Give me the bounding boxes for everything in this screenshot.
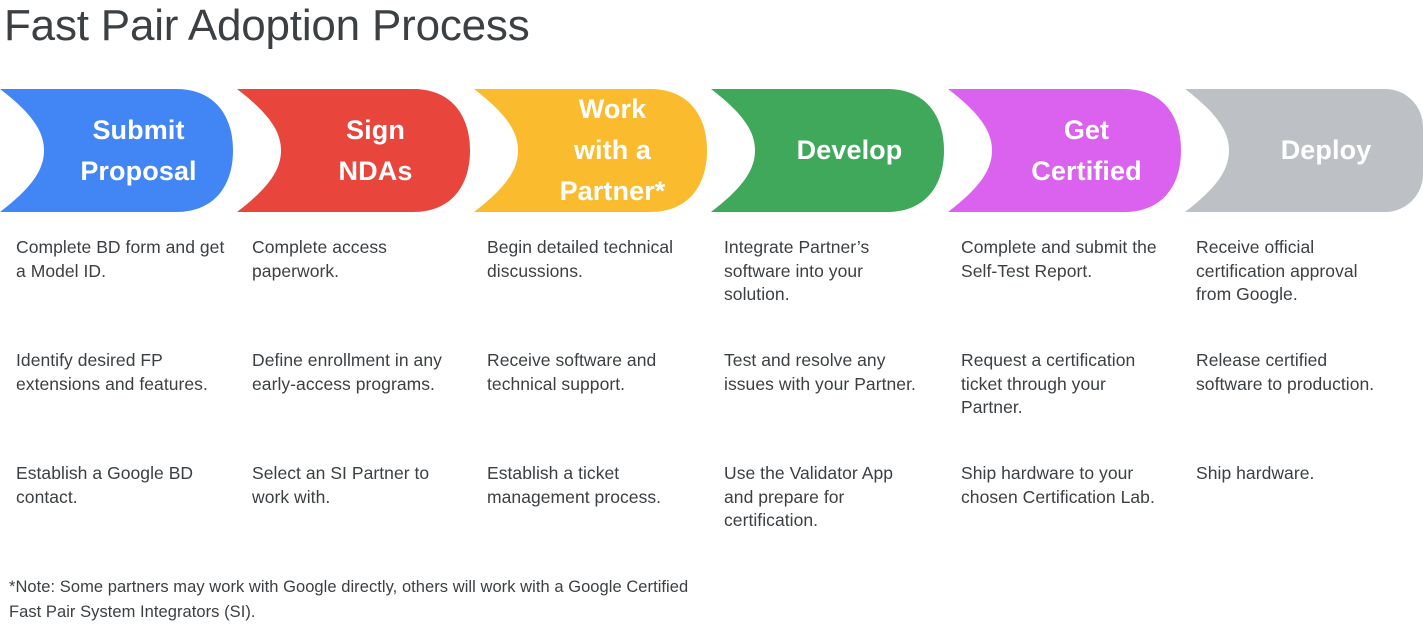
detail-item: Establish a ticket management process. [487,463,662,507]
detail-item: Test and resolve any issues with your Pa… [724,350,916,394]
detail-item: Complete access paperwork. [252,237,387,281]
detail-item: Ship hardware. [1196,463,1315,483]
detail-item: Use the Validator App and prepare for ce… [724,463,894,530]
process-banner-strip [0,89,1423,212]
detail-item: Define enrollment in any early-access pr… [252,350,442,394]
page-title: Fast Pair Adoption Process [4,1,530,50]
detail-item: Release certified software to production… [1196,350,1375,394]
detail-item: Ship hardware to your chosen Certificati… [961,463,1155,507]
detail-item: Receive official certification approval … [1196,237,1358,304]
banner-shape-submit-proposal[interactable] [0,89,233,212]
detail-item: Establish a Google BD contact. [16,463,194,507]
process-detail-columns: Complete BD form and get a Model ID. Ide… [0,236,1423,556]
detail-item: Complete and submit the Self-Test Report… [961,237,1157,281]
detail-item: Identify desired FP extensions and featu… [16,350,208,394]
banner-shape-develop[interactable] [711,89,944,212]
banner-shape-deploy[interactable] [1185,89,1423,212]
banner-shape-get-certified[interactable] [948,89,1181,212]
detail-item: Integrate Partner’s software into your s… [724,237,870,304]
detail-item: Receive software and technical support. [487,350,657,394]
detail-item: Select an SI Partner to work with. [252,463,430,507]
detail-item: Complete BD form and get a Model ID. [16,237,225,281]
banner-shape-work-with-a-partner[interactable] [474,89,707,212]
detail-item: Request a certification ticket through y… [961,350,1136,417]
footnote-note: *Note: Some partners may work with Googl… [9,578,689,621]
detail-item: Begin detailed technical discussions. [487,237,674,281]
banner-shape-sign-ndas[interactable] [237,89,470,212]
